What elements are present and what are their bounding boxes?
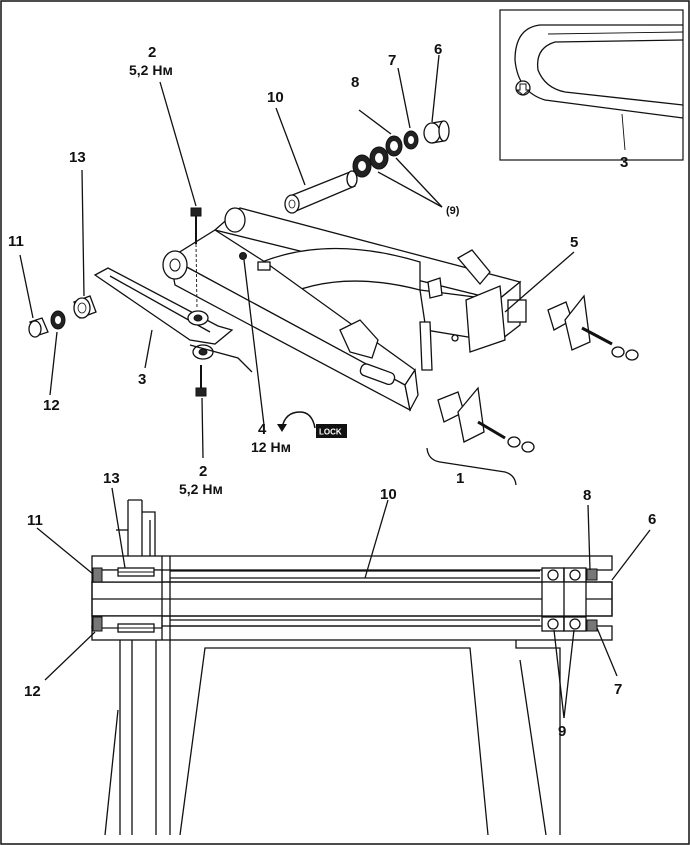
lock-label: LOCK xyxy=(319,428,342,437)
shock-bracket xyxy=(339,319,379,359)
bolt-2-bottom xyxy=(195,365,207,397)
housing-top xyxy=(91,555,613,571)
seal-12-top-section xyxy=(92,567,103,583)
inset-arm-outer xyxy=(514,24,684,119)
seal-8-section xyxy=(586,568,598,581)
callout-3-main: 3 xyxy=(138,371,146,388)
swingarm-body xyxy=(162,207,522,412)
lock-box xyxy=(316,424,347,438)
callout-7-top: 7 xyxy=(388,52,396,69)
inset-arm-inner xyxy=(536,39,684,106)
torque-4: 12 Нм xyxy=(251,439,291,455)
callout-4: 4 xyxy=(258,421,267,438)
part-4-bolt xyxy=(239,252,247,260)
callout-9-top: (9) xyxy=(446,205,460,217)
callout-13-bottom: 13 xyxy=(103,470,120,487)
callout-6-top: 6 xyxy=(434,41,442,58)
part-10-sleeve xyxy=(284,170,358,214)
pivot-boss-right xyxy=(224,207,246,233)
callout-12-bottom: 12 xyxy=(24,683,41,700)
part-11-spacer xyxy=(28,320,42,338)
chain-adjuster-upper xyxy=(547,294,639,361)
leader-lines-top xyxy=(19,54,575,486)
seal-7-section xyxy=(586,619,598,632)
callout-8-top: 8 xyxy=(351,74,359,91)
callout-3-inset: 3 xyxy=(620,154,628,171)
part-1-bracket xyxy=(426,447,517,486)
callout-9-bottom: 9 xyxy=(558,723,566,740)
lock-badge: LOCK xyxy=(277,411,347,438)
part-3-chain-slider xyxy=(93,267,253,373)
cross-section: 13 11 10 8 6 12 7 9 xyxy=(24,470,656,836)
callout-13-top: 13 xyxy=(69,149,86,166)
callout-5: 5 xyxy=(570,234,578,251)
bolt-2-top xyxy=(190,207,202,309)
callouts-top: 2 5,2 Нм 10 8 7 6 (9) 13 11 5 12 3 4 12 … xyxy=(8,41,578,497)
torque-2-top: 5,2 Нм xyxy=(129,62,173,78)
pivot-parts-left xyxy=(28,295,97,338)
callout-2-top: 2 xyxy=(148,44,156,61)
chain-adjuster-lower xyxy=(437,386,535,453)
bearing-stack xyxy=(352,120,450,178)
callout-10-bottom: 10 xyxy=(380,486,397,503)
seal-12-bottom-section xyxy=(92,616,103,632)
callout-11-bottom: 11 xyxy=(27,512,43,529)
down-arrow-icon xyxy=(515,83,531,96)
torque-2-bottom: 5,2 Нм xyxy=(179,481,223,497)
callout-10-top: 10 xyxy=(267,89,284,106)
inset-chain-guide: 3 xyxy=(499,9,684,171)
callout-12-top: 12 xyxy=(43,397,60,414)
callout-7-bottom: 7 xyxy=(614,681,622,698)
callout-6-bottom: 6 xyxy=(648,511,656,528)
callout-8-bottom: 8 xyxy=(583,487,591,504)
lock-arrow-icon xyxy=(281,411,316,429)
callout-1: 1 xyxy=(456,470,464,487)
callout-2-bottom: 2 xyxy=(199,463,207,480)
part-6-spacer xyxy=(423,122,441,144)
callout-11-top: 11 xyxy=(8,233,24,250)
inset-frame xyxy=(499,9,684,161)
